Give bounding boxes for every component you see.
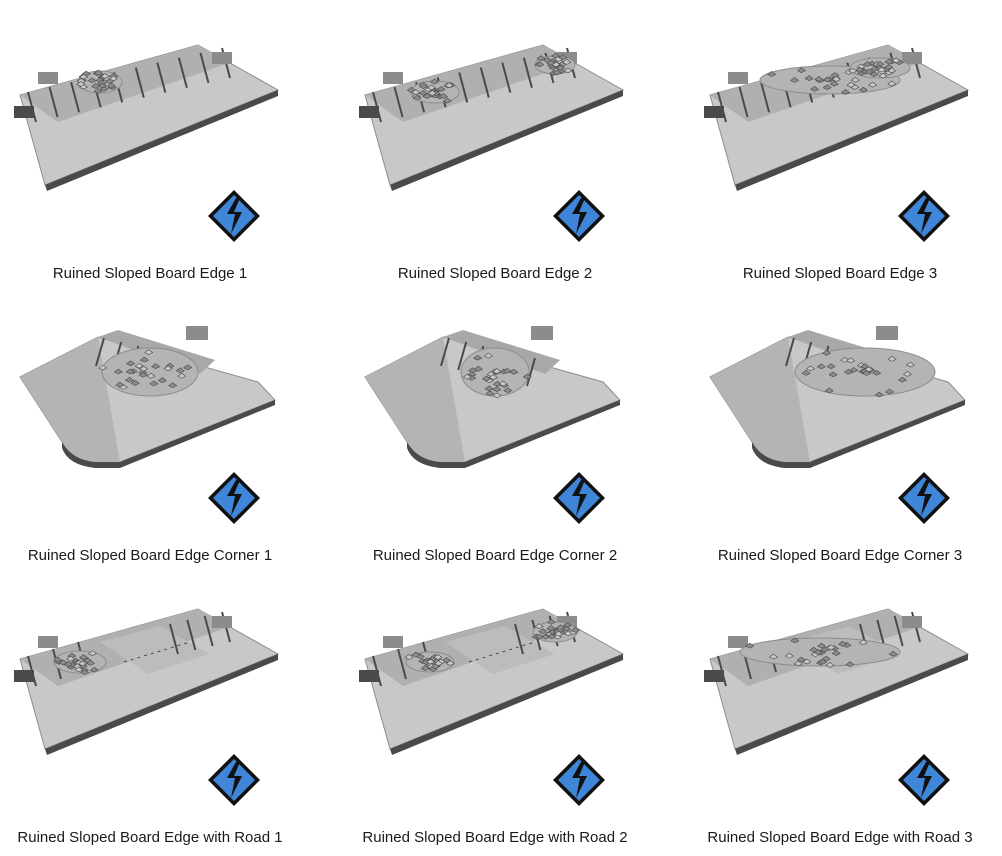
app-logo-icon [206, 752, 262, 808]
app-logo-icon [896, 188, 952, 244]
file-name-label: Ruined Sloped Board Edge Corner 2 [372, 547, 618, 564]
file-item[interactable]: Ruined Sloped Board Edge with Road 3 [690, 584, 990, 856]
file-item[interactable]: Ruined Sloped Board Edge Corner 1 [0, 302, 300, 574]
app-logo-icon [896, 752, 952, 808]
file-name-label: Ruined Sloped Board Edge Corner 3 [717, 547, 963, 564]
file-item[interactable]: Ruined Sloped Board Edge Corner 2 [345, 302, 645, 574]
file-item[interactable]: Ruined Sloped Board Edge with Road 2 [345, 584, 645, 856]
file-name-label: Ruined Sloped Board Edge 2 [397, 265, 593, 282]
model-thumbnail [345, 20, 645, 260]
model-thumbnail [690, 584, 990, 824]
file-name-label: Ruined Sloped Board Edge with Road 1 [17, 829, 283, 846]
file-name-label: Ruined Sloped Board Edge with Road 2 [362, 829, 628, 846]
app-logo-icon [551, 470, 607, 526]
model-thumbnail [690, 302, 990, 542]
app-logo-icon [551, 752, 607, 808]
file-name-label: Ruined Sloped Board Edge Corner 1 [27, 547, 273, 564]
model-thumbnail [690, 20, 990, 260]
app-logo-icon [551, 188, 607, 244]
app-logo-icon [206, 188, 262, 244]
model-thumbnail [345, 302, 645, 542]
model-thumbnail [0, 584, 300, 824]
model-thumbnail [345, 584, 645, 824]
app-logo-icon [206, 470, 262, 526]
model-thumbnail [0, 20, 300, 260]
model-thumbnail [0, 302, 300, 542]
file-item[interactable]: Ruined Sloped Board Edge Corner 3 [690, 302, 990, 574]
file-item[interactable]: Ruined Sloped Board Edge 2 [345, 20, 645, 292]
file-name-label: Ruined Sloped Board Edge 1 [52, 265, 248, 282]
file-name-label: Ruined Sloped Board Edge with Road 3 [707, 829, 973, 846]
file-name-label: Ruined Sloped Board Edge 3 [742, 265, 938, 282]
file-item[interactable]: Ruined Sloped Board Edge with Road 1 [0, 584, 300, 856]
app-logo-icon [896, 470, 952, 526]
file-item[interactable]: Ruined Sloped Board Edge 3 [690, 20, 990, 292]
file-item[interactable]: Ruined Sloped Board Edge 1 [0, 20, 300, 292]
